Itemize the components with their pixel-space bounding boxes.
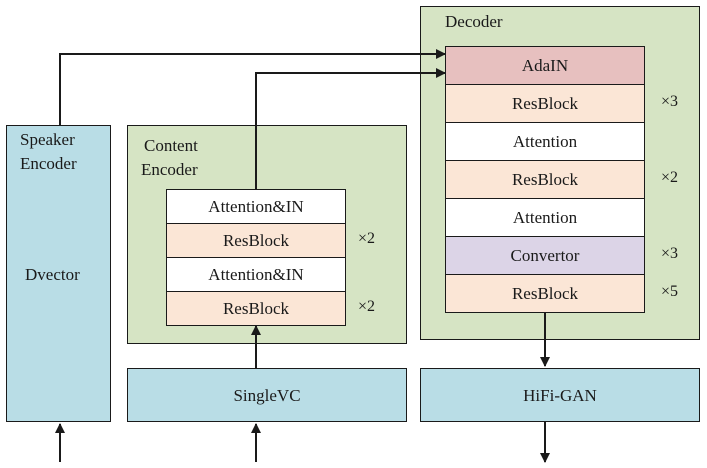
content-multiplier: ×2 — [358, 230, 376, 247]
speaker-encoder-title-line2: Encoder — [20, 154, 77, 173]
content-encoder-title-line1: Content — [144, 136, 198, 155]
decoder-block-adain: AdaIN — [445, 46, 645, 85]
decoder-title: Decoder — [445, 12, 503, 31]
dvector-label: Dvector — [25, 265, 80, 284]
decoder-block-attention: Attention — [445, 198, 645, 237]
decoder-multiplier: ×5 — [661, 283, 679, 300]
content-multiplier: ×2 — [358, 298, 376, 315]
decoder-block-attention: Attention — [445, 122, 645, 161]
content-block-resblock: ResBlock — [166, 223, 346, 258]
decoder-multiplier: ×2 — [661, 169, 679, 186]
singlevc-label: SingleVC — [233, 385, 301, 405]
hifigan-label: HiFi-GAN — [523, 385, 597, 405]
decoder-block-resblock: ResBlock — [445, 160, 645, 199]
content-encoder-title-line2: Encoder — [141, 160, 198, 179]
decoder-multiplier: ×3 — [661, 245, 679, 262]
decoder-multiplier: ×3 — [661, 93, 679, 110]
speaker-encoder-title-line1: Speaker — [20, 130, 75, 149]
speaker-to-adain-arrow — [59, 49, 446, 125]
content-block-attention-in: Attention&IN — [166, 257, 346, 292]
content-block-resblock: ResBlock — [166, 291, 346, 326]
content-to-adain-arrow — [255, 68, 446, 189]
decoder-block-resblock: ResBlock — [445, 274, 645, 313]
hifigan-box: HiFi-GAN — [420, 368, 700, 422]
speaker-encoder-box: Speaker Encoder Dvector — [6, 125, 111, 422]
content-block-attention-in: Attention&IN — [166, 189, 346, 224]
singlevc-box: SingleVC — [127, 368, 407, 422]
